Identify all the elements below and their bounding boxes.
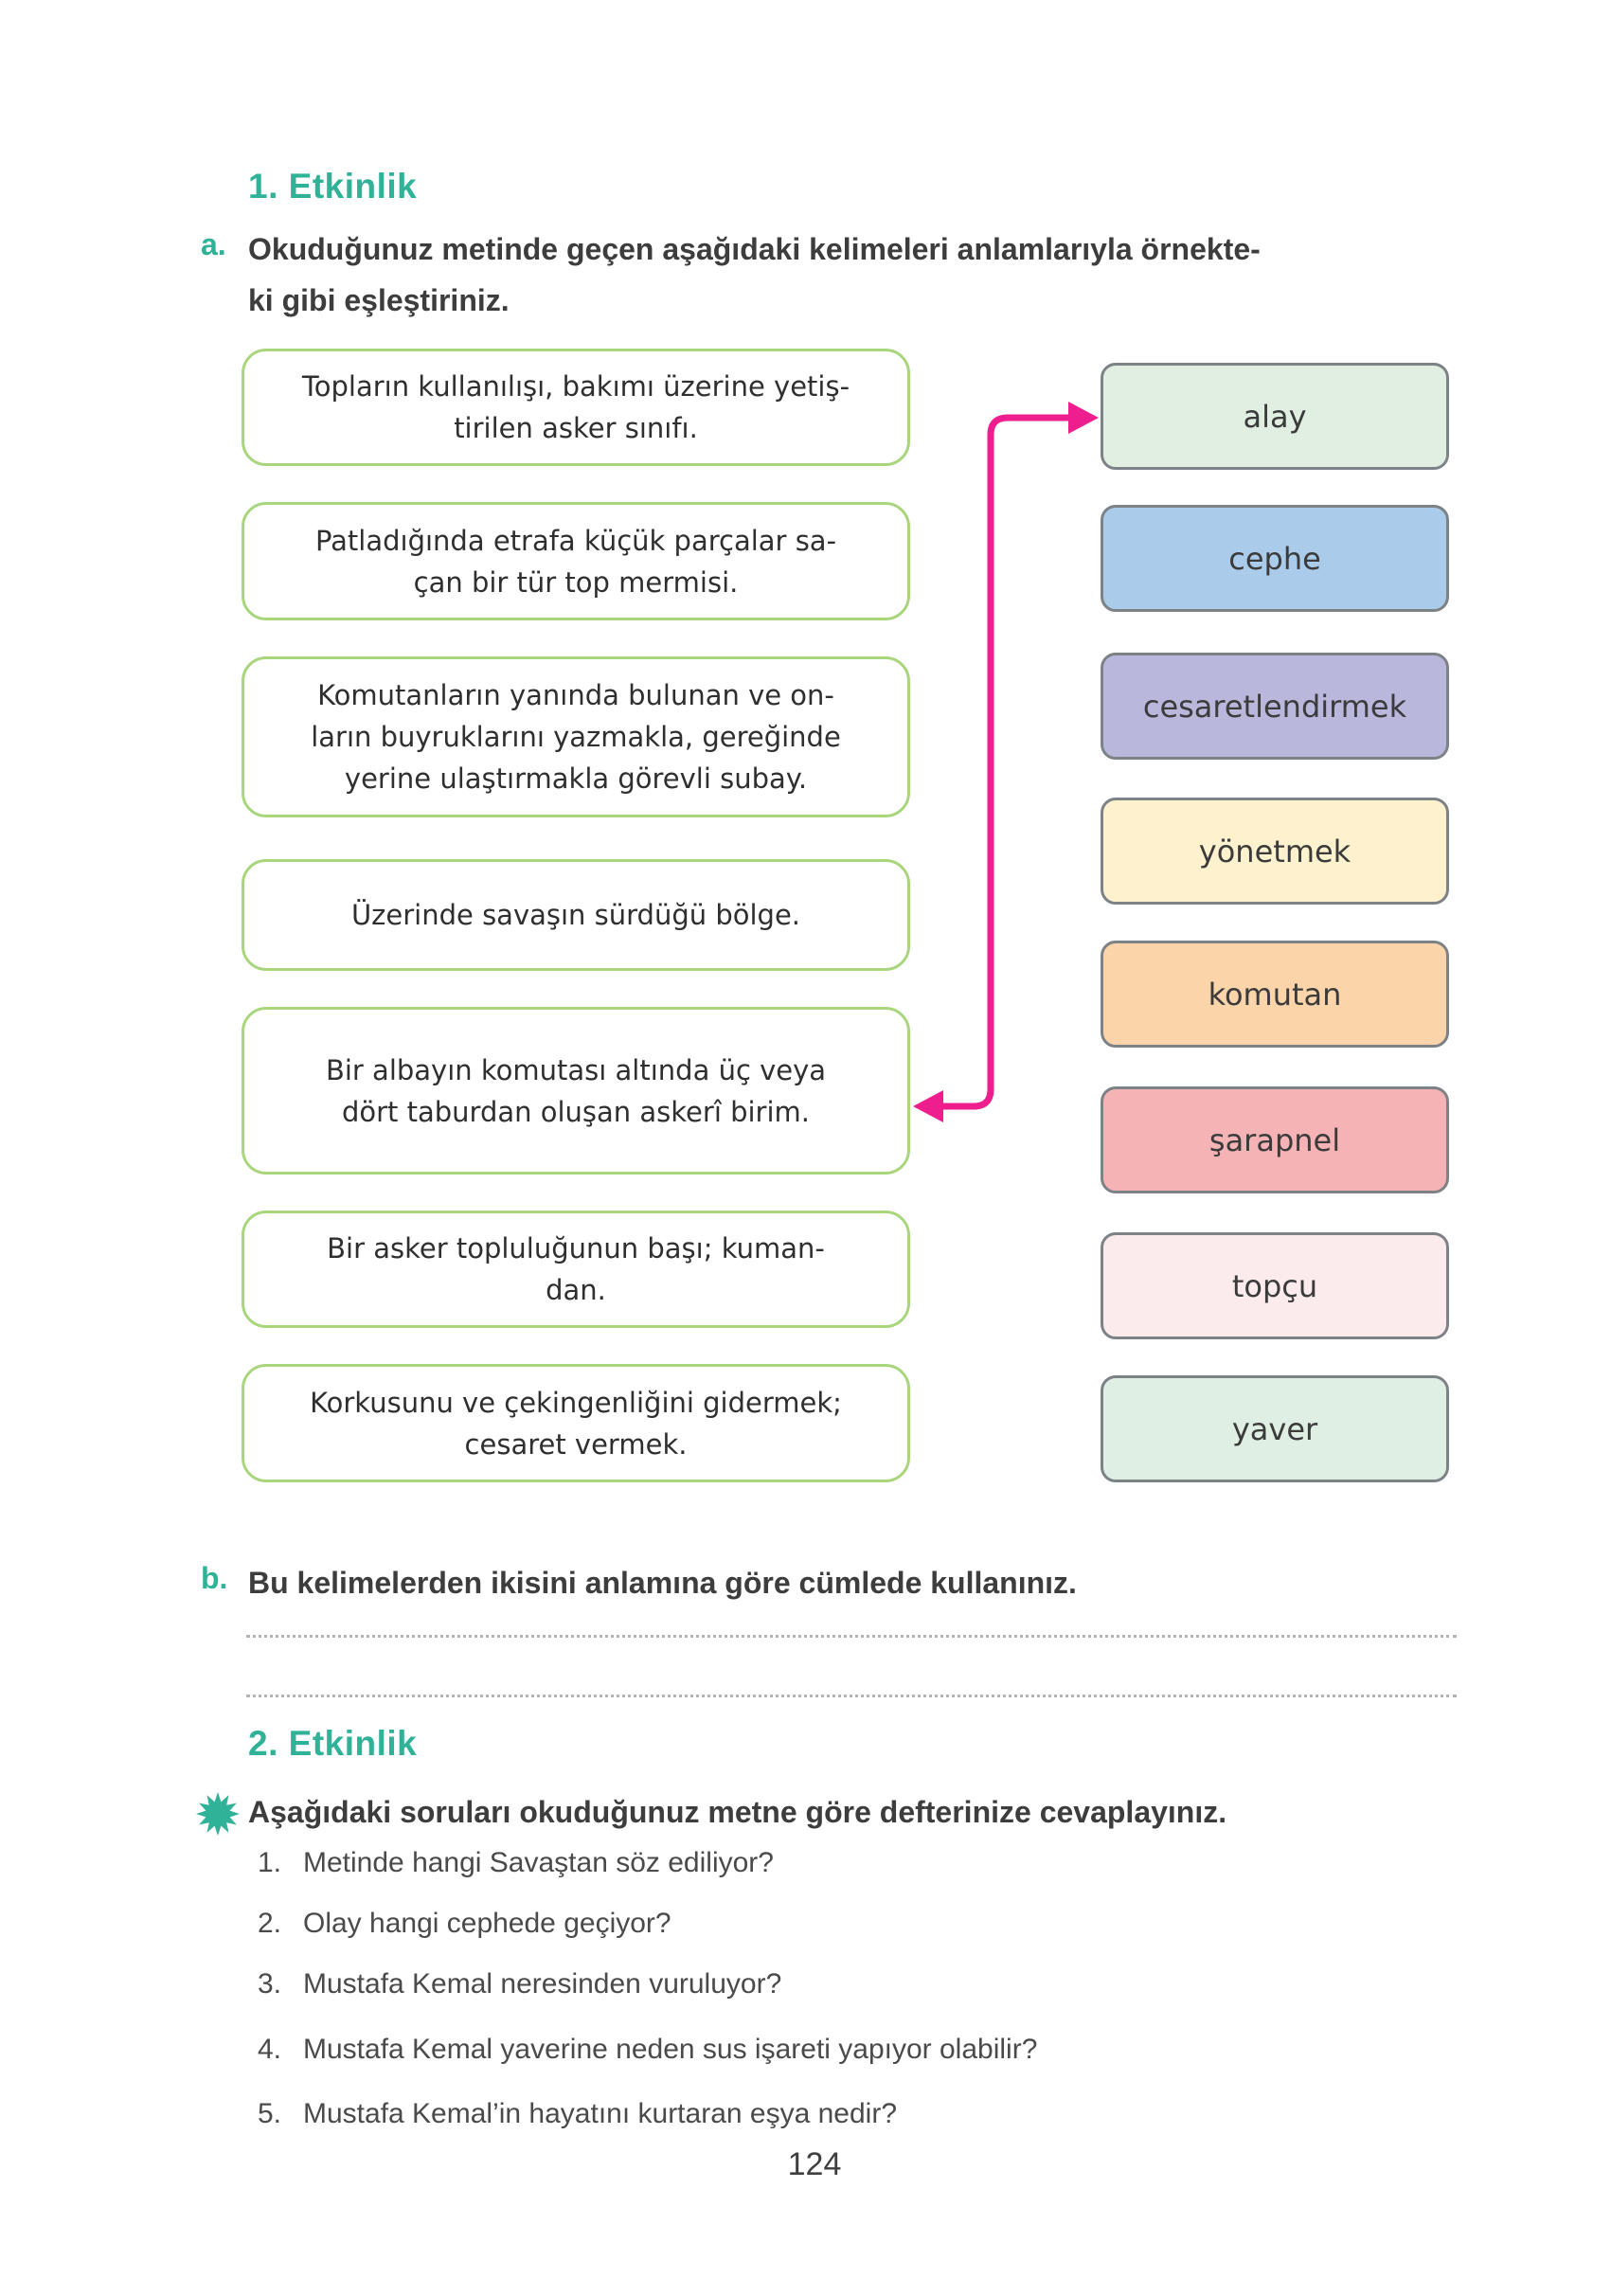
item-a-marker: a. bbox=[201, 227, 226, 261]
question-number: 2. bbox=[258, 1908, 282, 1939]
question-2: 2. Olay hangi cephede geçiyor? bbox=[258, 1903, 671, 1945]
answer-line-1[interactable] bbox=[246, 1635, 1457, 1638]
question-text: Mustafa Kemal neresinden vuruluyor? bbox=[303, 1968, 782, 2000]
word-box-cephe[interactable]: cephe bbox=[1101, 505, 1449, 612]
question-number: 1. bbox=[258, 1847, 282, 1878]
word-box-cesaretlendirmek[interactable]: cesaretlendirmek bbox=[1101, 653, 1449, 760]
question-text: Olay hangi cephede geçiyor? bbox=[303, 1908, 671, 1939]
definition-box-cephe[interactable]: Üzerinde savaşın sürdüğü bölge. bbox=[242, 859, 910, 971]
question-text: Mustafa Kemal yaverine neden sus işareti… bbox=[303, 2034, 1038, 2065]
word-box-yonetmek[interactable]: yönetmek bbox=[1101, 798, 1449, 905]
item-b-marker: b. bbox=[201, 1561, 228, 1595]
question-3: 3. Mustafa Kemal neresinden vuruluyor? bbox=[258, 1964, 781, 2005]
definition-box-yaver[interactable]: Komutanların yanında bulunan ve on- ları… bbox=[242, 656, 910, 817]
answer-line-2[interactable] bbox=[246, 1695, 1457, 1697]
item-a-instruction: Okuduğunuz metinde geçen aşağıdaki kelim… bbox=[248, 232, 1261, 317]
arrowhead-right-icon bbox=[1068, 402, 1099, 434]
word-box-alay[interactable]: alay bbox=[1101, 363, 1449, 470]
question-text: Metinde hangi Savaştan söz ediliyor? bbox=[303, 1847, 774, 1878]
definition-box-sarapnel[interactable]: Patladığında etrafa küçük parçalar sa- ç… bbox=[242, 502, 910, 620]
definition-box-alay[interactable]: Bir albayın komutası altında üç veya dör… bbox=[242, 1007, 910, 1175]
question-1: 1. Metinde hangi Savaştan söz ediliyor? bbox=[258, 1842, 774, 1884]
question-number: 4. bbox=[258, 2034, 282, 2065]
definition-box-cesaretlendirmek[interactable]: Korkusunu ve çekingenliğini gidermek; ce… bbox=[242, 1364, 910, 1482]
question-number: 3. bbox=[258, 1968, 282, 2000]
word-box-sarapnel[interactable]: şarapnel bbox=[1101, 1086, 1449, 1193]
activity1-title: 1. Etkinlik bbox=[248, 167, 418, 206]
activity2-instruction: Aşağıdaki soruları okuduğunuz metne göre… bbox=[248, 1795, 1227, 1829]
definition-box-komutan[interactable]: Bir asker topluluğunun başı; kuman- dan. bbox=[242, 1211, 910, 1328]
word-box-yaver[interactable]: yaver bbox=[1101, 1375, 1449, 1482]
question-4: 4. Mustafa Kemal yaverine neden sus işar… bbox=[258, 2029, 1037, 2071]
activity2-title: 2. Etkinlik bbox=[248, 1724, 418, 1763]
question-5: 5. Mustafa Kemal’in hayatını kurtaran eş… bbox=[258, 2093, 897, 2135]
word-box-komutan[interactable]: komutan bbox=[1101, 941, 1449, 1048]
star-bullet-icon bbox=[196, 1792, 240, 1836]
question-text: Mustafa Kemal’in hayatını kurtaran eşya … bbox=[303, 2098, 897, 2129]
item-b-instruction: Bu kelimelerden ikisini anlamına göre cü… bbox=[248, 1566, 1077, 1600]
definition-box-topcu[interactable]: Topların kullanılışı, bakımı üzerine yet… bbox=[242, 349, 910, 466]
question-number: 5. bbox=[258, 2098, 282, 2129]
arrowhead-left-icon bbox=[913, 1090, 943, 1122]
page-number: 124 bbox=[787, 2146, 842, 2182]
word-box-topcu[interactable]: topçu bbox=[1101, 1232, 1449, 1339]
connector-line bbox=[932, 414, 1082, 1110]
